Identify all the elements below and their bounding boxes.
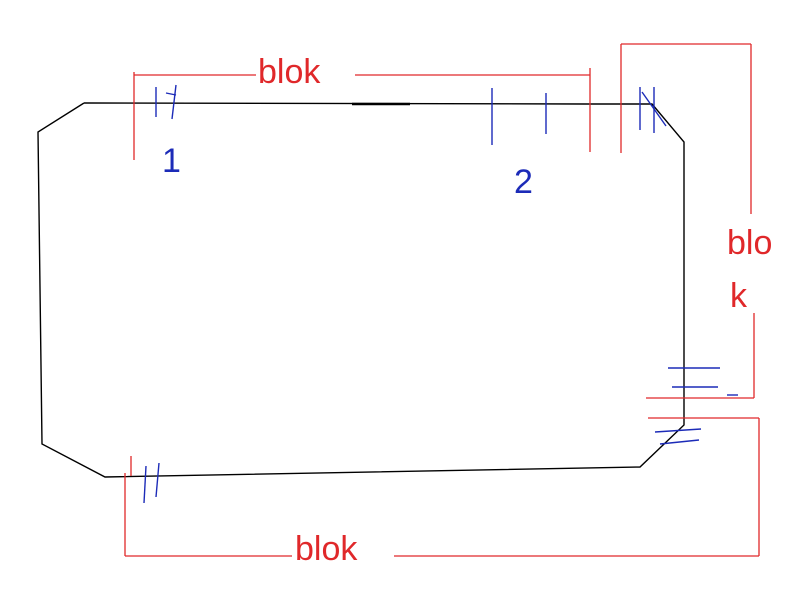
block-right-label-line1: blo <box>727 224 772 262</box>
joint-bottom-right-mark-2 <box>659 439 700 445</box>
track-loop <box>37 102 685 478</box>
track-line <box>37 102 685 478</box>
joint-bottom-left-mark-2 <box>155 462 160 498</box>
joint-top-right-mark-3 <box>641 91 667 127</box>
joint-bottom-right <box>654 428 702 445</box>
joint-right <box>668 367 738 396</box>
joint-top-left-mark-3 <box>165 92 177 96</box>
joint-bottom-left-mark-1 <box>143 465 147 504</box>
joint-top-mid <box>491 88 547 145</box>
block-right: blo k <box>620 43 772 399</box>
block-top: blok <box>133 53 591 160</box>
joint-bottom-right-mark-1 <box>654 428 702 433</box>
block-bottom-label: blok <box>295 530 358 568</box>
section-1-label: 1 <box>162 142 181 180</box>
joint-bottom-left <box>143 462 160 504</box>
joint-top-left <box>155 84 177 120</box>
joint-top-left-mark-2 <box>171 84 177 120</box>
block-bottom: blok <box>124 417 760 568</box>
block-top-label: blok <box>258 53 321 91</box>
separators <box>143 84 738 504</box>
section-2-label: 2 <box>514 163 533 201</box>
joint-top-right <box>639 87 667 133</box>
block-right-label-line2: k <box>730 277 748 315</box>
